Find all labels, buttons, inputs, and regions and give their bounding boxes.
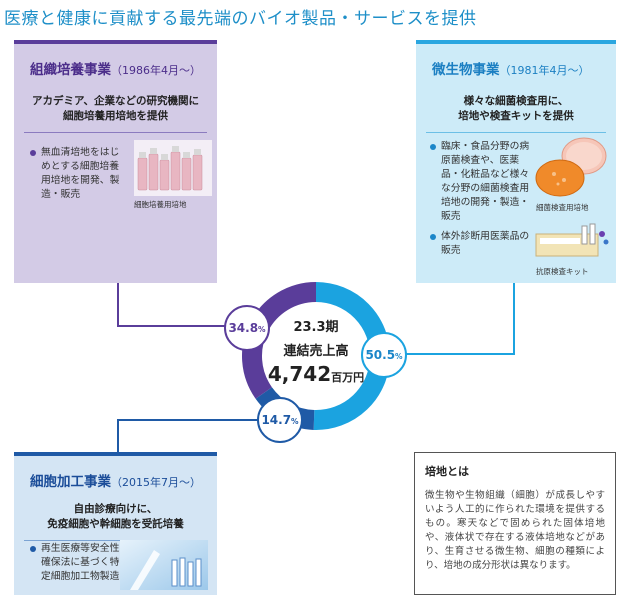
cell-heading: 細胞加工事業（2015年7月〜） — [14, 456, 217, 490]
micro-name: 微生物事業 — [432, 62, 500, 78]
micro-connector — [405, 283, 515, 355]
definition-title: 培地とは — [425, 465, 469, 478]
micro-subtitle: 様々な細菌検査用に、 培地や検査キットを提供 — [426, 94, 606, 133]
micro-since: （1981年4月〜） — [499, 64, 590, 77]
cell-bullets: 再生医療等安全性確保法に基づく特定細胞加工物製造 — [30, 542, 122, 590]
cell-name: 細胞加工事業 — [30, 474, 111, 490]
cell-share-label: 14.7% — [257, 397, 303, 443]
tissue-culture-panel: 組織培養事業（1986年4月〜） アカデミア、企業などの研究機関に 細胞培養用培… — [14, 40, 217, 283]
tissue-subtitle: アカデミア、企業などの研究機関に 細胞培養用培地を提供 — [24, 94, 207, 133]
micro-bullet-2: 体外診断用医薬品の販売 — [430, 230, 532, 258]
tissue-heading: 組織培養事業（1986年4月〜） — [14, 44, 217, 78]
cell-since: （2015年7月〜） — [111, 476, 201, 489]
definition-body: 微生物や生物組織（細胞）が成長しやすいよう人工的に作られた環境を提供するもの。寒… — [425, 490, 605, 571]
cell-bullet: 再生医療等安全性確保法に基づく特定細胞加工物製造 — [30, 542, 122, 584]
micro-image1-caption: 細菌検査用培地 — [536, 203, 589, 212]
tissue-since: （1986年4月〜） — [111, 64, 201, 77]
tissue-share-label: 34.8% — [224, 305, 270, 351]
micro-bullets: 臨床・食品分野の病原菌検査や、医薬品・化粧品など様々な分野の細菌検査用培地の開発… — [430, 140, 532, 264]
tissue-name: 組織培養事業 — [30, 62, 111, 78]
tissue-bullets: 無血清培地をはじめとする細胞培養用培地を開発、製造・販売 — [30, 146, 126, 208]
cell-subtitle: 自由診療向けに、 免疫細胞や幹細胞を受託培養 — [24, 502, 207, 541]
tissue-bullet: 無血清培地をはじめとする細胞培養用培地を開発、製造・販売 — [30, 146, 126, 202]
center-amount: 4,742百万円 — [267, 362, 365, 386]
microbiology-panel: 微生物事業（1981年4月〜） 様々な細菌検査用に、 培地や検査キットを提供 臨… — [416, 40, 616, 283]
lab-work-photo — [120, 540, 208, 590]
micro-image2-caption: 抗原検査キット — [536, 267, 589, 276]
center-label: 連結売上高 — [283, 344, 349, 359]
page-title: 医療と健康に貢献する最先端のバイオ製品・サービスを提供 — [4, 9, 477, 29]
definition-box: 培地とは 微生物や生物組織（細胞）が成長しやすいよう人工的に作られた環境を提供す… — [414, 452, 616, 595]
cell-processing-panel: 細胞加工事業（2015年7月〜） 自由診療向けに、 免疫細胞や幹細胞を受託培養 … — [14, 452, 217, 595]
center-period: 23.3期 — [293, 320, 339, 335]
tissue-image-caption: 細胞培養用培地 — [134, 200, 187, 209]
tissue-connector — [117, 283, 238, 327]
micro-bullet-1: 臨床・食品分野の病原菌検査や、医薬品・化粧品など様々な分野の細菌検査用培地の開発… — [430, 140, 532, 224]
cell-connector — [117, 419, 262, 452]
petri-dish-photo — [535, 137, 607, 197]
culture-bottles-photo — [134, 140, 212, 196]
micro-heading: 微生物事業（1981年4月〜） — [416, 44, 616, 78]
micro-share-label: 50.5% — [361, 332, 407, 378]
antigen-test-kit-photo — [535, 223, 609, 257]
